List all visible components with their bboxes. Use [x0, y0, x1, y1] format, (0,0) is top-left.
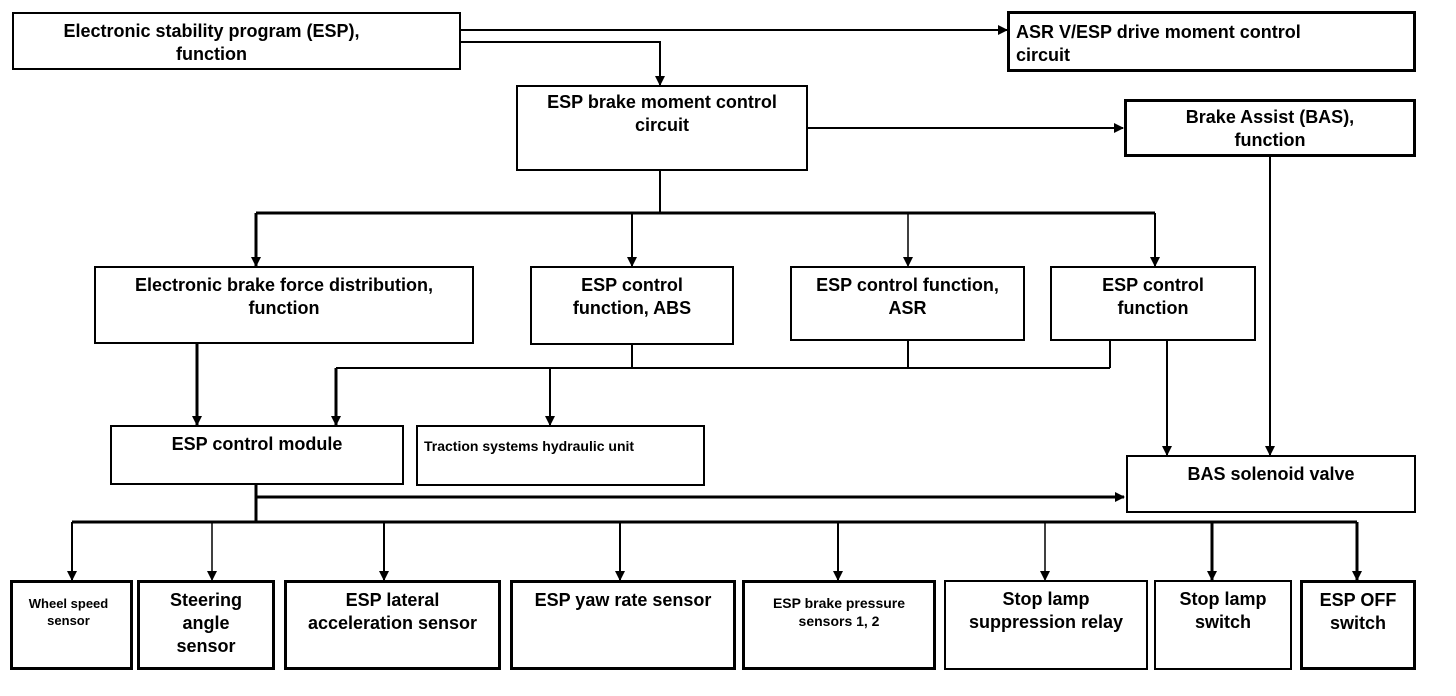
- label-control-module: ESP control module: [171, 434, 343, 454]
- box-esp-control-asr: ESP control function, ASR: [790, 266, 1025, 341]
- box-steering-angle-sensor: Steering angle sensor: [137, 580, 275, 670]
- box-esp-control-module: ESP control module: [110, 425, 404, 485]
- box-esp-off-switch: ESP OFF switch: [1300, 580, 1416, 670]
- label-bas-valve: BAS solenoid valve: [1187, 464, 1355, 484]
- label-stop-lamp-relay: Stop lamp suppression relay: [968, 589, 1124, 633]
- box-bas-function: Brake Assist (BAS), function: [1124, 99, 1416, 157]
- box-wheel-speed-sensor: Wheel speed sensor: [10, 580, 133, 670]
- label-esp-control: ESP control function: [1102, 275, 1204, 319]
- label-esp-function: Electronic stability program (ESP), func…: [63, 21, 360, 65]
- label-wheel-speed: Wheel speed sensor: [28, 596, 109, 628]
- box-stop-lamp-suppression-relay: Stop lamp suppression relay: [944, 580, 1148, 670]
- label-steering-angle: Steering angle sensor: [169, 590, 243, 657]
- box-yaw-rate-sensor: ESP yaw rate sensor: [510, 580, 736, 670]
- box-bas-solenoid-valve: BAS solenoid valve: [1126, 455, 1416, 513]
- label-brake-moment: ESP brake moment control circuit: [547, 92, 777, 136]
- label-bas-function: Brake Assist (BAS), function: [1185, 107, 1355, 151]
- label-stop-lamp-switch: Stop lamp switch: [1179, 589, 1267, 633]
- label-brake-pressure: ESP brake pressure sensors 1, 2: [772, 595, 906, 629]
- box-esp-function: Electronic stability program (ESP), func…: [12, 12, 461, 70]
- box-traction-hydraulic-unit: Traction systems hydraulic unit: [416, 425, 705, 486]
- label-esp-abs: ESP control function, ABS: [572, 275, 692, 319]
- label-yaw-rate: ESP yaw rate sensor: [534, 590, 712, 610]
- label-esp-asr: ESP control function, ASR: [816, 275, 999, 319]
- label-ebd: Electronic brake force distribution, fun…: [134, 275, 434, 319]
- box-asr-drive-moment: ASR V/ESP drive moment control circuit: [1007, 11, 1416, 72]
- label-esp-off: ESP OFF switch: [1319, 590, 1397, 634]
- label-asr-drive-moment: ASR V/ESP drive moment control circuit: [1016, 22, 1301, 66]
- box-lateral-acceleration-sensor: ESP lateral acceleration sensor: [284, 580, 501, 670]
- box-brake-pressure-sensors: ESP brake pressure sensors 1, 2: [742, 580, 936, 670]
- box-esp-control-abs: ESP control function, ABS: [530, 266, 734, 345]
- box-stop-lamp-switch: Stop lamp switch: [1154, 580, 1292, 670]
- box-esp-control-function: ESP control function: [1050, 266, 1256, 341]
- arrow-esp-to-brake-moment: [460, 41, 665, 86]
- label-lateral-accel: ESP lateral acceleration sensor: [307, 590, 478, 634]
- label-hydraulic-unit: Traction systems hydraulic unit: [424, 438, 635, 454]
- box-electronic-brake-force-distribution: Electronic brake force distribution, fun…: [94, 266, 474, 344]
- box-brake-moment: ESP brake moment control circuit: [516, 85, 808, 171]
